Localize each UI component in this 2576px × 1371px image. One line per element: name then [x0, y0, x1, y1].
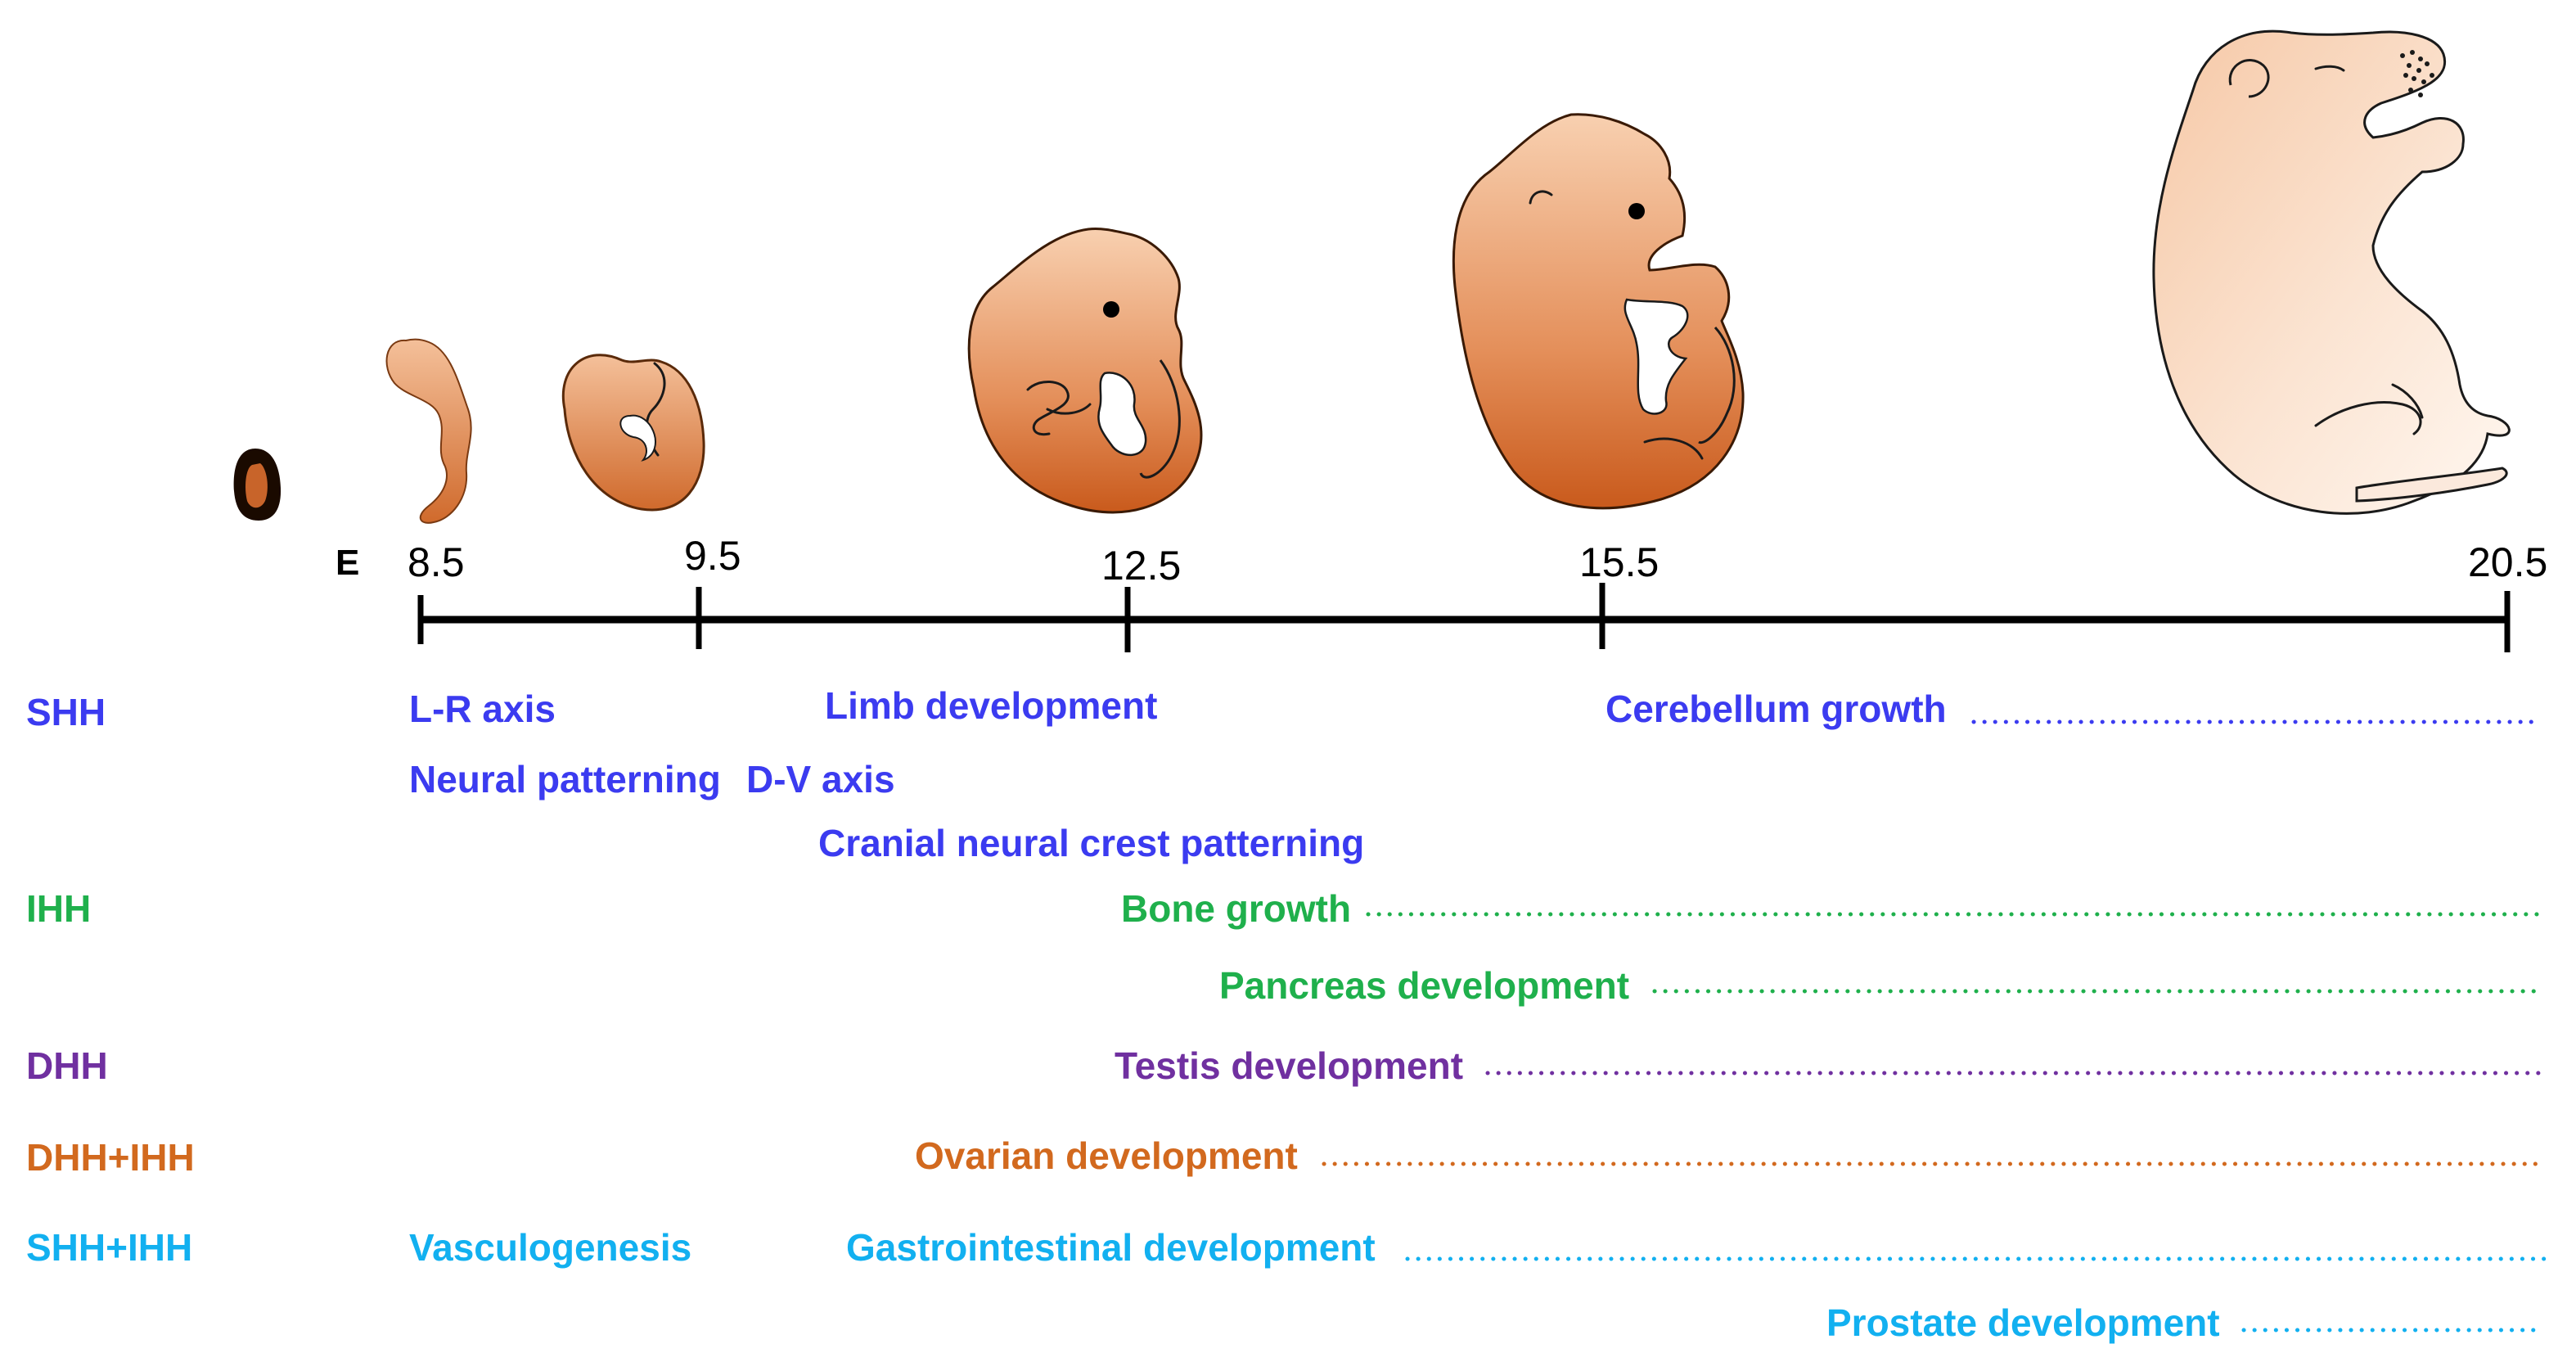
- event-pancreas-development: Pancreas development: [1219, 964, 1629, 1007]
- event-cranial-neural-crest: Cranial neural crest patterning: [818, 822, 1364, 864]
- event-prostate-development: Prostate development: [1826, 1301, 2220, 1344]
- whisker-dots-icon: [2400, 50, 2434, 97]
- event-cerebellum-growth: Cerebellum growth: [1605, 688, 1947, 730]
- tick-label-12-5: 12.5: [1101, 543, 1181, 589]
- tick-label-9-5: 9.5: [684, 533, 741, 579]
- gene-label-dhh-ihh: DHH+IHH: [26, 1136, 195, 1179]
- event-dv-axis: D-V axis: [746, 758, 895, 801]
- event-limb-development: Limb development: [825, 684, 1157, 727]
- event-labels: L-R axis Limb development Cerebellum gro…: [409, 684, 2220, 1344]
- gene-label-shh: SHH: [26, 691, 106, 733]
- event-ovarian-development: Ovarian development: [915, 1134, 1298, 1177]
- continuation-dotted-lines: [1322, 719, 2549, 1333]
- embryo-e8-5-illustration: [385, 338, 472, 524]
- event-neural-patterning: Neural patterning: [409, 758, 721, 801]
- event-testis-development: Testis development: [1115, 1044, 1463, 1087]
- pup-e20-5-illustration: [2152, 29, 2511, 515]
- embryo-e15-5-illustration: [1452, 113, 1745, 510]
- timeline-axis: E 8.5 9.5 12.5 15.5 20.5: [336, 533, 2547, 652]
- event-gastrointestinal-development: Gastrointestinal development: [846, 1226, 1376, 1269]
- gene-label-dhh: DHH: [26, 1044, 108, 1087]
- event-lr-axis: L-R axis: [409, 688, 556, 730]
- embryo-early-illustration: [233, 449, 281, 521]
- tick-label-15-5: 15.5: [1579, 539, 1659, 585]
- embryonic-day-prefix: E: [336, 543, 359, 583]
- embryo-e9-5-illustration: [561, 354, 705, 512]
- gene-label-ihh: IHH: [26, 887, 91, 930]
- event-bone-growth: Bone growth: [1121, 887, 1351, 930]
- gene-label-shh-ihh: SHH+IHH: [26, 1226, 192, 1269]
- gene-labels: SHH IHH DHH DHH+IHH SHH+IHH: [26, 691, 195, 1269]
- tick-label-20-5: 20.5: [2468, 539, 2547, 585]
- embryo-e12-5-illustration: [967, 228, 1203, 514]
- event-vasculogenesis: Vasculogenesis: [409, 1226, 691, 1269]
- tick-label-8-5: 8.5: [408, 539, 465, 585]
